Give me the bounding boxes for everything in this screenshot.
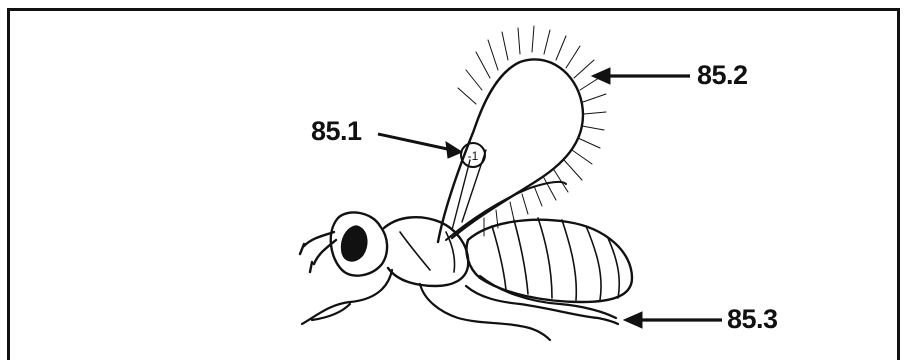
abdomen-segments: [492, 218, 619, 300]
wing-fringe: [458, 26, 606, 236]
wing-marker-text: -1: [468, 149, 479, 163]
label-85-2: 85.2: [697, 62, 748, 89]
arrow-85-1: [378, 134, 452, 150]
leader-arrows: [378, 68, 722, 328]
compound-eye: [342, 226, 367, 261]
label-85-3: 85.3: [727, 306, 778, 333]
label-85-1: 85.1: [311, 118, 362, 145]
thorax: [384, 217, 468, 286]
hindwing: [446, 182, 566, 240]
